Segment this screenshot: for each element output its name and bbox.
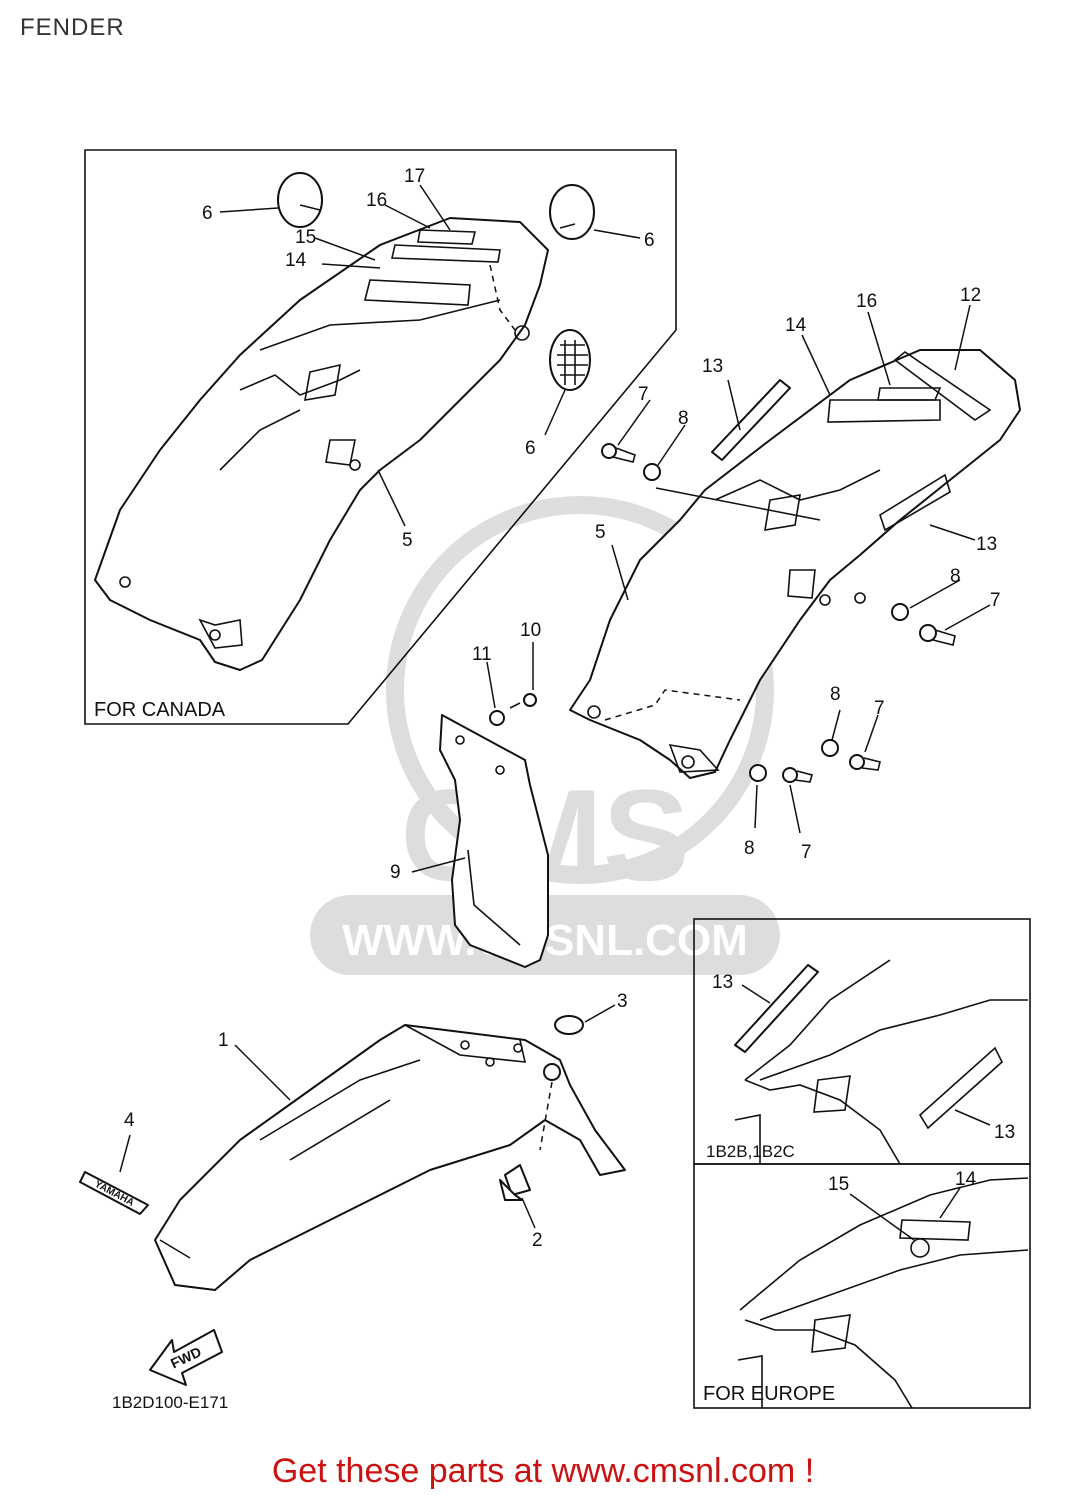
callout-14b: 14 xyxy=(785,315,807,336)
fwd-arrow-icon: FWD xyxy=(149,1329,223,1386)
cap-right xyxy=(549,184,595,240)
callout-7b: 7 xyxy=(990,590,1001,611)
inset-for-canada: FOR CANADA 6 6 6 5 xyxy=(84,149,677,725)
callout-10: 10 xyxy=(520,620,541,641)
callout-1: 1 xyxy=(218,1030,229,1051)
callout-6a: 6 xyxy=(202,203,213,224)
callout-8d: 8 xyxy=(744,838,755,859)
callout-15b: 15 xyxy=(828,1174,849,1195)
diagram-code: 1B2D100-E171 xyxy=(112,1393,228,1412)
footer-link[interactable]: Get these parts at www.cmsnl.com ! xyxy=(271,1452,815,1490)
callout-9: 9 xyxy=(390,862,401,883)
mud-flap: 9 11 10 xyxy=(390,620,549,968)
callout-3: 3 xyxy=(617,991,628,1012)
callout-8c: 8 xyxy=(830,684,841,705)
yamaha-decal: YAMAHA xyxy=(79,1171,149,1215)
inset-label-europe: FOR EUROPE xyxy=(703,1383,835,1405)
callout-5b: 5 xyxy=(595,522,606,543)
inset-label-models: 1B2B,1B2C xyxy=(706,1142,795,1161)
callout-8b: 8 xyxy=(950,566,961,587)
inset-for-europe: 15 14 FOR EUROPE xyxy=(693,1163,1031,1409)
rear-fender-canada xyxy=(94,217,549,671)
front-fender: YAMAHA 1 4 3 2 FWD 1B2D100-E171 xyxy=(79,991,628,1412)
callout-17: 17 xyxy=(404,166,425,187)
callout-6c: 6 xyxy=(525,438,536,459)
callout-14c: 14 xyxy=(955,1169,977,1190)
callout-12: 12 xyxy=(960,285,981,306)
callout-6b: 6 xyxy=(644,230,655,251)
callout-15a: 15 xyxy=(295,227,316,248)
decal-strip xyxy=(711,379,791,461)
callout-13b: 13 xyxy=(976,534,997,555)
reflector-cap xyxy=(549,329,591,391)
callout-8a: 8 xyxy=(678,408,689,429)
callout-5a: 5 xyxy=(402,530,413,551)
callout-16a: 16 xyxy=(366,190,387,211)
page-title: FENDER xyxy=(20,14,125,41)
callout-7c: 7 xyxy=(874,698,885,719)
cap-left xyxy=(277,172,323,228)
inset-models: 13 13 1B2B,1B2C xyxy=(693,918,1031,1165)
callout-11: 11 xyxy=(472,644,492,665)
inset-label-canada: FOR CANADA xyxy=(94,699,226,721)
callout-7d: 7 xyxy=(801,842,812,863)
decal-text: YAMAHA xyxy=(93,1179,136,1209)
rear-fender-main: 7 8 13 14 16 12 13 8 7 5 8 7 8 7 xyxy=(569,285,1021,863)
callout-14a: 14 xyxy=(285,250,307,271)
callout-16b: 16 xyxy=(856,291,877,312)
callout-13c: 13 xyxy=(712,972,733,993)
callout-2: 2 xyxy=(532,1230,543,1251)
callout-7a: 7 xyxy=(638,384,649,405)
callout-4: 4 xyxy=(124,1110,135,1131)
callout-13d: 13 xyxy=(994,1122,1015,1143)
callout-13a: 13 xyxy=(702,356,723,377)
